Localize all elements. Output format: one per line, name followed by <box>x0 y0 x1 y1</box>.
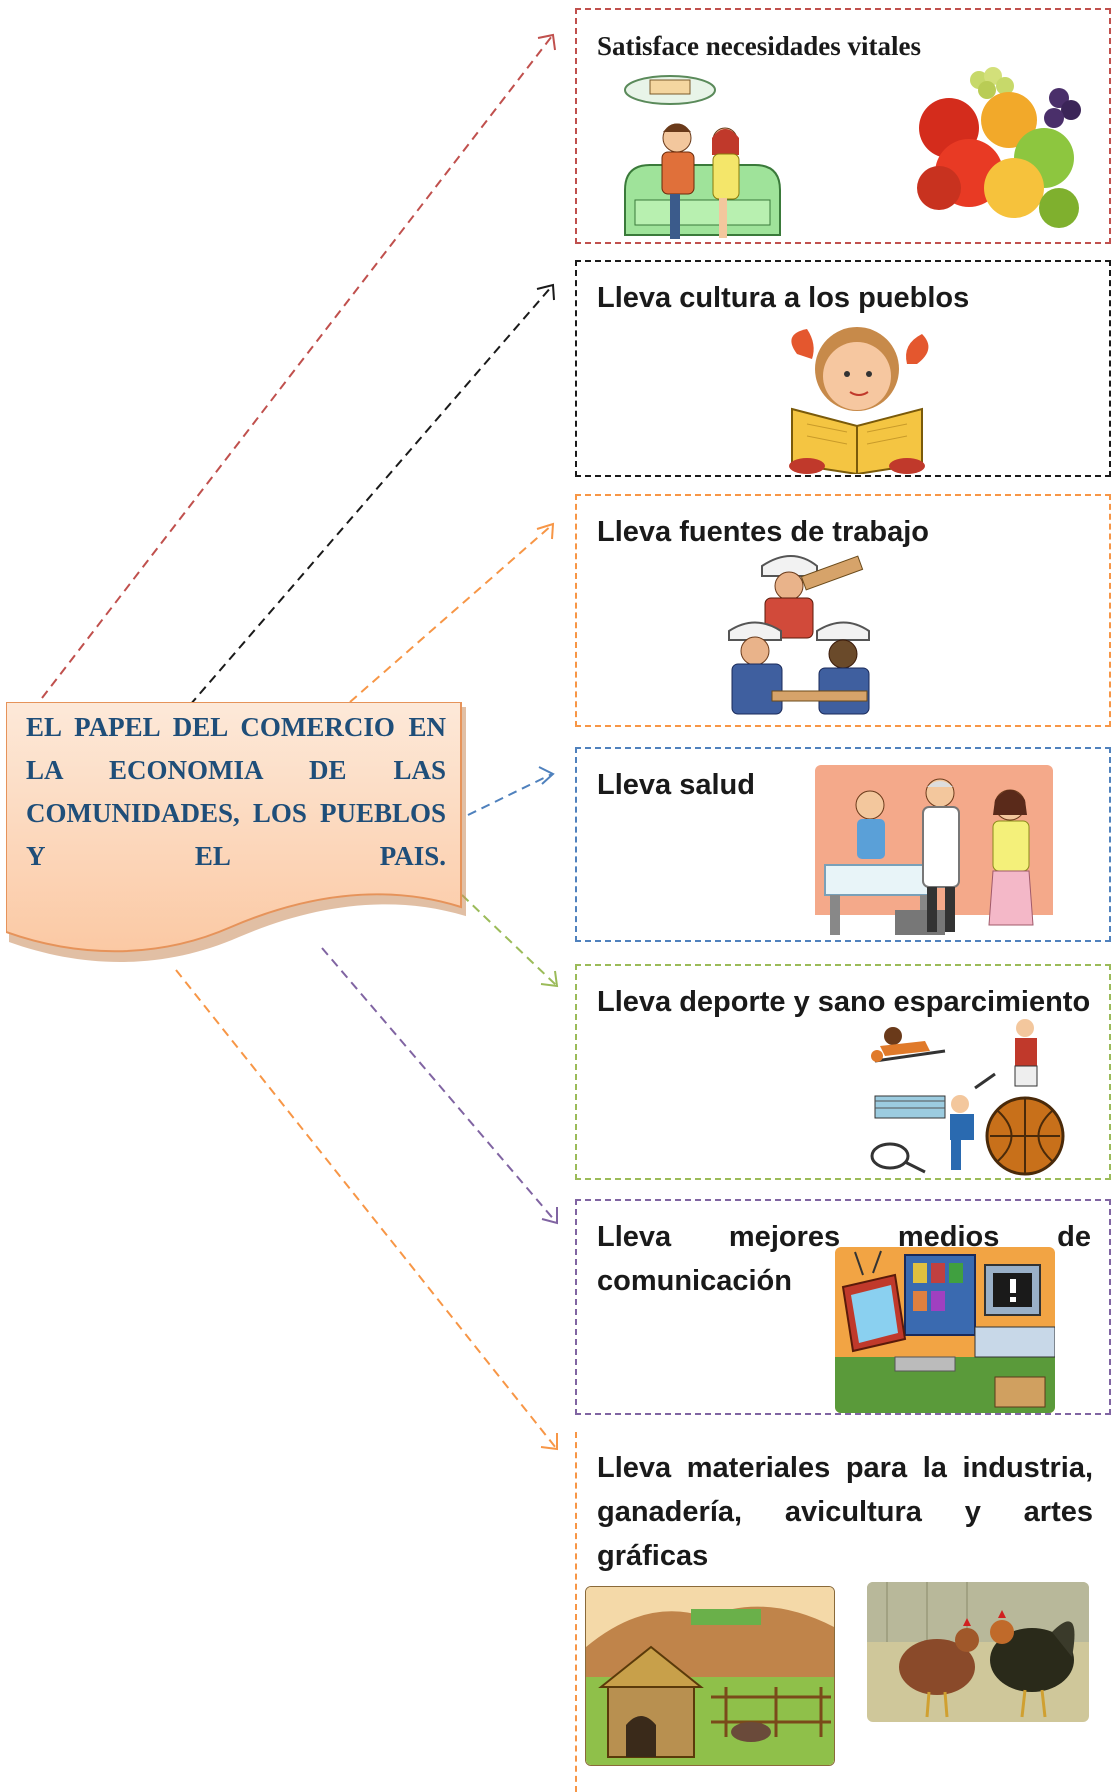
sports-players-icon <box>870 1019 1065 1176</box>
arrowhead-materiales <box>540 1433 558 1451</box>
item-label-necesidades: Satisface necesidades vitales <box>597 31 921 61</box>
roosters-icon <box>867 1582 1089 1722</box>
scroll-shape <box>6 702 466 962</box>
item-box-deporte: Lleva deporte y sano esparcimiento <box>575 964 1111 1180</box>
arrow-necesidades <box>41 35 553 699</box>
item-box-materiales: Lleva materiales para la industria, gana… <box>575 1432 1111 1792</box>
item-box-trabajo: Lleva fuentes de trabajo <box>575 494 1111 727</box>
item-label-materiales: Lleva materiales para la industria, gana… <box>597 1452 1093 1572</box>
girl-reading-book-icon <box>789 327 929 474</box>
arrowhead-necesidades <box>537 33 556 51</box>
arrow-deporte <box>461 894 557 986</box>
central-topic-title: EL PAPEL DEL COMERCIO EN LA ECONOMIA DE … <box>26 712 446 871</box>
central-topic-scroll: EL PAPEL DEL COMERCIO EN LA ECONOMIA DE … <box>6 702 466 972</box>
arrowhead-deporte <box>540 970 559 988</box>
item-label-trabajo: Lleva fuentes de trabajo <box>597 516 929 548</box>
farm-hut-icon <box>585 1586 835 1766</box>
couple-on-sofa-icon <box>624 75 781 239</box>
arrow-trabajo <box>349 524 553 703</box>
item-label-deporte: Lleva deporte y sano esparcimiento <box>597 986 1091 1018</box>
fruit-basket-icon <box>917 67 1081 228</box>
arrowhead-trabajo <box>536 522 555 540</box>
item-box-salud: Lleva salud <box>575 747 1111 942</box>
doctor-patient-icon <box>815 765 1053 935</box>
arrowhead-comunicacion <box>541 1207 558 1225</box>
item-box-comunicacion: Lleva mejores medios de comunicación <box>575 1199 1111 1415</box>
item-label-cultura: Lleva cultura a los pueblos <box>597 282 970 314</box>
arrow-salud <box>467 773 553 816</box>
arrow-cultura <box>189 285 553 706</box>
item-label-salud: Lleva salud <box>597 769 755 801</box>
arrowhead-cultura <box>536 283 555 301</box>
item-box-necesidades: Satisface necesidades vitales <box>575 8 1111 244</box>
computer-office-icon <box>835 1247 1055 1413</box>
arrow-materiales <box>175 969 557 1449</box>
arrow-comunicacion <box>321 947 557 1223</box>
item-box-cultura: Lleva cultura a los pueblos <box>575 260 1111 477</box>
arrowhead-salud <box>538 766 555 785</box>
construction-workers-icon <box>728 555 870 715</box>
